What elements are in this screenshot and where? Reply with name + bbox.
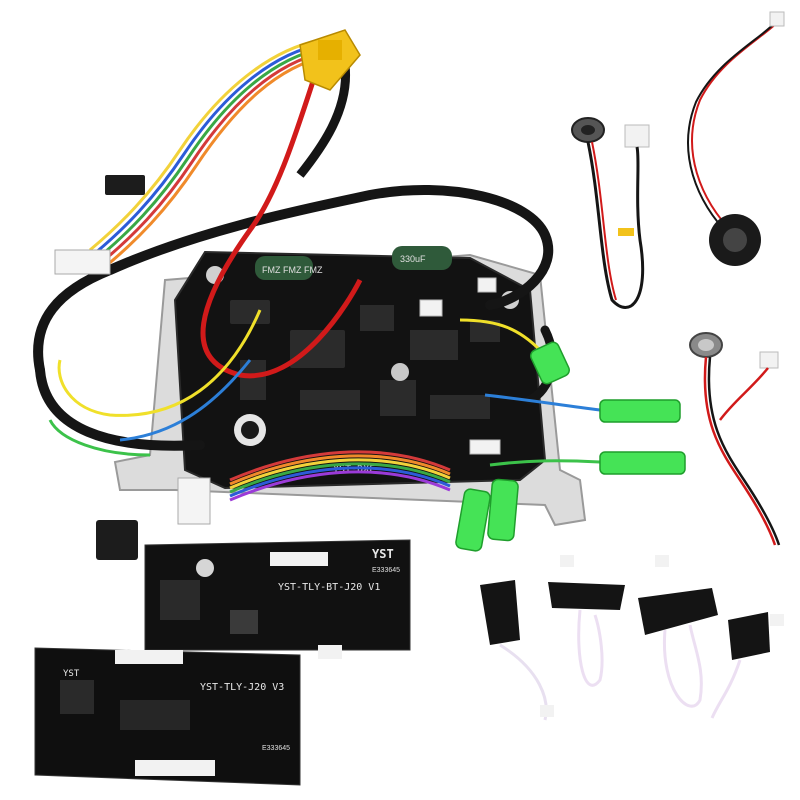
power-button xyxy=(689,332,781,546)
black-connector-small xyxy=(105,175,145,195)
j20-board-brand-top: YST xyxy=(63,669,80,679)
yellow-wire-right xyxy=(459,318,542,352)
bt-board-model: YST-TLY-BT-J20 V1 xyxy=(278,582,380,593)
pcb-capacitors-round xyxy=(206,266,519,446)
svg-text:330uF: 330uF xyxy=(400,254,426,264)
pcb-green-capacitors: FMZ FMZ FMZ 330uF xyxy=(255,246,452,280)
j20-board-code: E333645 xyxy=(262,745,290,752)
yellow-wire-left xyxy=(57,309,262,417)
j20-board-model: YST-TLY-J20 V3 xyxy=(200,682,284,693)
green-wire-left xyxy=(48,419,151,457)
white-connector-left xyxy=(54,249,111,275)
main-controller-assembly: FMZ FMZ FMZ 330uF YST-DXF xyxy=(33,29,686,560)
led-boards xyxy=(480,555,784,721)
main-board-label: YST-DXF xyxy=(333,464,375,475)
main-pcb-components xyxy=(230,300,500,419)
rainbow-ribbon-top xyxy=(89,38,329,268)
yst-bt-board: YST YST-TLY-BT-J20 V1 E333645 xyxy=(144,539,411,659)
black-power-wire xyxy=(296,64,351,178)
blue-wire-right xyxy=(484,393,601,412)
green-connectors xyxy=(455,341,686,552)
black-cable-lower xyxy=(35,365,205,451)
yst-j20-board: YST YST-TLY-J20 V3 E333645 xyxy=(34,647,301,786)
black-cable-loop xyxy=(33,185,554,375)
white-connector-bottom xyxy=(177,477,211,525)
green-wire-right xyxy=(489,459,601,467)
bt-board-brand: YST xyxy=(372,547,394,561)
red-power-wire xyxy=(200,59,363,379)
rainbow-ribbon-bottom xyxy=(229,450,451,502)
blue-wire-left xyxy=(119,359,252,442)
speaker xyxy=(687,11,785,266)
svg-text:FMZ FMZ FMZ: FMZ FMZ FMZ xyxy=(262,265,323,275)
black-connector-bottom xyxy=(96,520,138,560)
bt-board-code: E333645 xyxy=(372,567,400,574)
charge-port-top xyxy=(571,117,650,309)
xt60-connector xyxy=(299,29,361,91)
pcb-white-connectors xyxy=(419,277,501,455)
